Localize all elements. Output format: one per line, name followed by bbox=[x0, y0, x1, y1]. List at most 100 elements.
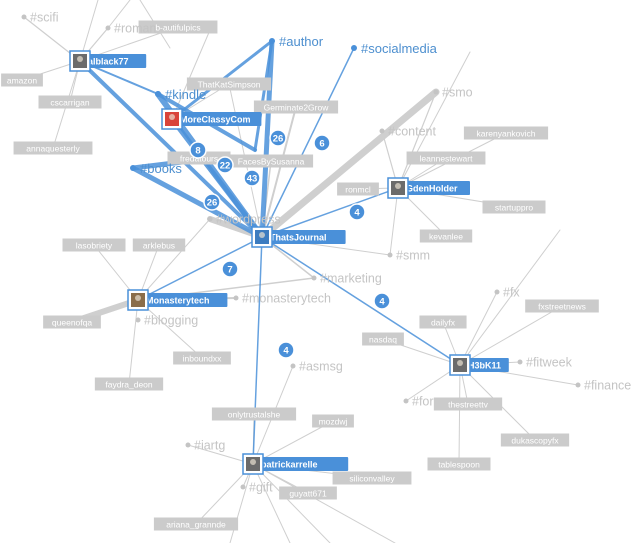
user-label: karenyankovich bbox=[476, 129, 535, 139]
gray-link bbox=[252, 463, 291, 544]
user-node-nasdaq[interactable]: nasdaq bbox=[362, 332, 404, 346]
hashtag-node-smo[interactable]: #smo bbox=[433, 86, 473, 100]
hashtag-node-fx[interactable]: #fx bbox=[494, 286, 521, 300]
user-node-siliconvalley[interactable]: siliconvalley bbox=[332, 471, 412, 485]
user-label: ThatKatSimpson bbox=[198, 80, 261, 90]
hashtag-dot bbox=[130, 165, 136, 171]
gray-link bbox=[252, 463, 331, 544]
hashtag-dot bbox=[494, 289, 500, 295]
hashtag-dot bbox=[387, 252, 393, 258]
hashtag-node-wordpress[interactable]: #wordpress bbox=[207, 213, 281, 227]
user-node-thatsjournal[interactable]: ThatsJournal bbox=[251, 226, 346, 248]
user-label-box bbox=[253, 100, 339, 114]
user-node-leannestewart[interactable]: leannestewart bbox=[406, 151, 486, 165]
user-node-moreclassycom[interactable]: MoreClassyCom bbox=[161, 108, 262, 130]
hashtag-node-roman[interactable]: #roman bbox=[105, 22, 157, 36]
user-label: faydra_deon bbox=[105, 380, 153, 390]
user-node-gdenholder[interactable]: GdenHolder bbox=[387, 177, 470, 199]
gray-link bbox=[137, 218, 211, 301]
hashtag-label: #fx bbox=[503, 286, 520, 300]
user-node-thatkatsimpson[interactable]: ThatKatSimpson bbox=[186, 77, 272, 91]
hashtag-dot bbox=[105, 25, 111, 31]
hashtag-label: #wordpress bbox=[216, 213, 281, 227]
user-node-alblack77[interactable]: alblack77 bbox=[69, 50, 147, 72]
user-node-tablespoon[interactable]: tablespoon bbox=[427, 457, 491, 471]
hashtag-node-gift[interactable]: #gift bbox=[240, 481, 274, 495]
journal-logo-icon bbox=[251, 226, 273, 248]
hashtag-node-smm[interactable]: #smm bbox=[387, 249, 431, 263]
user-node-germinate2grow[interactable]: Germinate2Grow bbox=[253, 100, 339, 114]
user-node-kevanlee[interactable]: kevanlee bbox=[419, 229, 473, 243]
user-node-thestreettv[interactable]: thestreettv bbox=[433, 397, 503, 411]
user-node-queenofqa[interactable]: queenofqa bbox=[43, 315, 101, 329]
user-node-h3bk11[interactable]: H3bK11 bbox=[449, 354, 509, 376]
gray-link bbox=[397, 91, 437, 189]
hashtag-node-author[interactable]: #author bbox=[269, 34, 324, 49]
hashtag-node-finance[interactable]: #finance bbox=[575, 379, 632, 393]
user-node-ariana-grannde[interactable]: ariana_grannde bbox=[153, 517, 239, 531]
user-node-lasobriety[interactable]: lasobriety bbox=[62, 238, 126, 252]
avatar-photo-icon bbox=[387, 177, 409, 199]
user-label-box bbox=[482, 200, 546, 214]
hashtag-node-scifi[interactable]: #scifi bbox=[21, 11, 59, 25]
user-node-facesbysusanna[interactable]: FacesBySusanna bbox=[228, 154, 314, 168]
gray-link bbox=[258, 88, 440, 241]
user-node-b-autifulpics[interactable]: b-autifulpics bbox=[138, 20, 218, 34]
hashtag-dot bbox=[290, 363, 296, 369]
user-node-startuppro[interactable]: startuppro bbox=[482, 200, 546, 214]
user-label: tablespoon bbox=[438, 460, 480, 470]
user-label: amazon bbox=[7, 76, 38, 86]
user-node-inboundxx[interactable]: inboundxx bbox=[173, 351, 231, 365]
blue-link bbox=[130, 165, 265, 240]
user-label-box bbox=[406, 151, 486, 165]
user-label: annaquesterly bbox=[26, 144, 80, 154]
user-label-box bbox=[525, 299, 599, 313]
gray-link bbox=[261, 106, 297, 238]
user-label-box bbox=[132, 238, 186, 252]
user-node-annaquesterly[interactable]: annaquesterly bbox=[13, 141, 93, 155]
user-label-box bbox=[312, 414, 354, 428]
gray-link bbox=[397, 51, 471, 189]
user-node-faydra-deon[interactable]: faydra_deon bbox=[94, 377, 164, 391]
user-node-cscarrigan[interactable]: cscarrigan bbox=[38, 95, 102, 109]
hashtag-node-asmsg[interactable]: #asmsg bbox=[290, 360, 343, 374]
user-node-guyatt671[interactable]: guyatt671 bbox=[279, 486, 337, 500]
hashtag-node-fitweek[interactable]: #fitweek bbox=[517, 356, 573, 370]
user-node-arklebus[interactable]: arklebus bbox=[132, 238, 186, 252]
user-node-amazon[interactable]: amazon bbox=[1, 73, 43, 87]
user-node-dailyfx[interactable]: dailyfx bbox=[419, 315, 467, 329]
link-count-badge: 4 bbox=[348, 203, 366, 221]
user-node-monasterytech[interactable]: Monasterytech bbox=[127, 289, 228, 311]
user-node-dukascopyfx[interactable]: dukascopyfx bbox=[500, 433, 570, 447]
link-count-label: 22 bbox=[220, 161, 231, 172]
user-node-onlytrustalshe[interactable]: onlytrustalshe bbox=[211, 407, 297, 421]
hashtag-node-iartg[interactable]: #iartg bbox=[185, 439, 226, 453]
hashtag-label: #kindle bbox=[165, 87, 206, 102]
hashtag-dot bbox=[135, 317, 141, 323]
link-count-badge: 7 bbox=[221, 260, 239, 278]
link-count-badge: 26 bbox=[269, 129, 287, 147]
hashtag-label: #socialmedia bbox=[361, 41, 438, 56]
user-node-patrickarrelle[interactable]: patrickarrelle bbox=[242, 453, 349, 475]
user-node-ronmcl[interactable]: ronmcl bbox=[337, 182, 379, 196]
link-count-label: 4 bbox=[354, 208, 360, 219]
user-node-mozdwj[interactable]: mozdwj bbox=[312, 414, 354, 428]
avatar-photo-icon bbox=[69, 50, 91, 72]
user-label: fxstreetnews bbox=[538, 302, 586, 312]
hashtag-dot bbox=[433, 89, 439, 95]
hashtag-node-for[interactable]: #for bbox=[403, 395, 434, 409]
user-node-karenyankovich[interactable]: karenyankovich bbox=[463, 126, 549, 140]
hashtag-node-kindle[interactable]: #kindle bbox=[155, 87, 206, 102]
user-label-box bbox=[173, 351, 231, 365]
hashtag-label: #blogging bbox=[144, 314, 198, 328]
hashtag-node-monasterytech[interactable]: #monasterytech bbox=[233, 292, 331, 306]
hashtag-node-socialmedia[interactable]: #socialmedia bbox=[351, 41, 438, 56]
hashtag-node-marketing[interactable]: #marketing bbox=[311, 272, 382, 286]
hashtag-node-content[interactable]: #content bbox=[379, 125, 437, 139]
user-node-fxstreetnews[interactable]: fxstreetnews bbox=[525, 299, 599, 313]
hashtag-dot bbox=[233, 295, 239, 301]
hashtag-node-books[interactable]: #books bbox=[130, 161, 182, 176]
user-label: ThatsJournal bbox=[270, 233, 327, 243]
hashtag-node-blogging[interactable]: #blogging bbox=[135, 314, 199, 328]
